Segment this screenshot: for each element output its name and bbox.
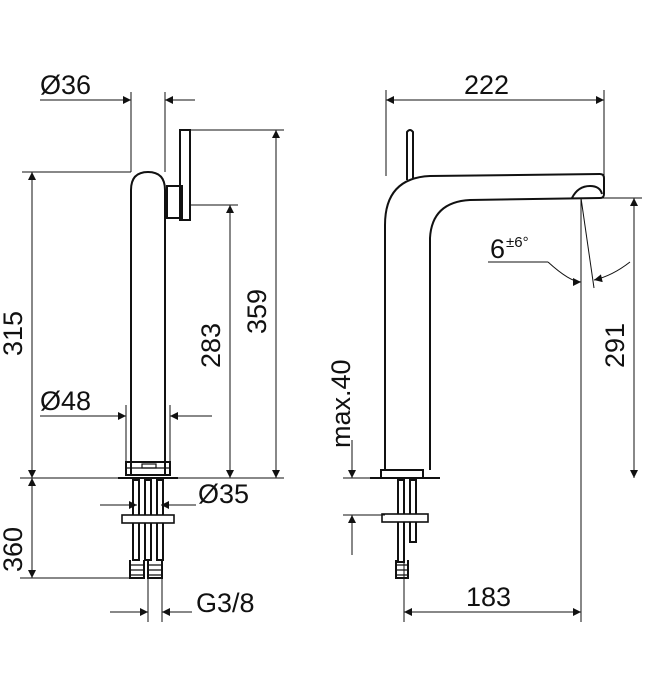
dim-max-thickness: max.40 <box>326 359 356 448</box>
dim-height-lever: 283 <box>196 323 226 368</box>
dim-base-diameter: Ø35 <box>198 479 249 509</box>
supply-hoses-front <box>121 479 175 579</box>
dim-height-top: 359 <box>242 289 272 334</box>
supply-hoses-side <box>381 479 429 579</box>
dim-top-diameter: Ø36 <box>40 70 91 100</box>
dim-body-diameter: Ø48 <box>40 386 91 416</box>
faucet-lever-front <box>179 129 191 221</box>
dim-angle-tolerance: ±6° <box>506 234 529 251</box>
dim-reach: 222 <box>464 70 509 100</box>
faucet-base-side <box>380 469 424 479</box>
dim-offset: 183 <box>466 582 511 612</box>
side-view: 222 291 6 ±6° max.40 183 <box>326 70 642 622</box>
faucet-body-front <box>130 170 166 476</box>
dim-angle-value: 6 <box>490 234 505 264</box>
faucet-body-side <box>384 172 605 470</box>
front-view: Ø36 315 Ø48 283 359 Ø35 360 G <box>0 70 284 622</box>
faucet-lever-side <box>406 129 414 180</box>
dim-thread: G3/8 <box>196 588 255 618</box>
dim-spout-height: 291 <box>600 323 630 368</box>
dim-below-counter: 360 <box>0 527 28 572</box>
dim-height-total: 315 <box>0 311 28 356</box>
